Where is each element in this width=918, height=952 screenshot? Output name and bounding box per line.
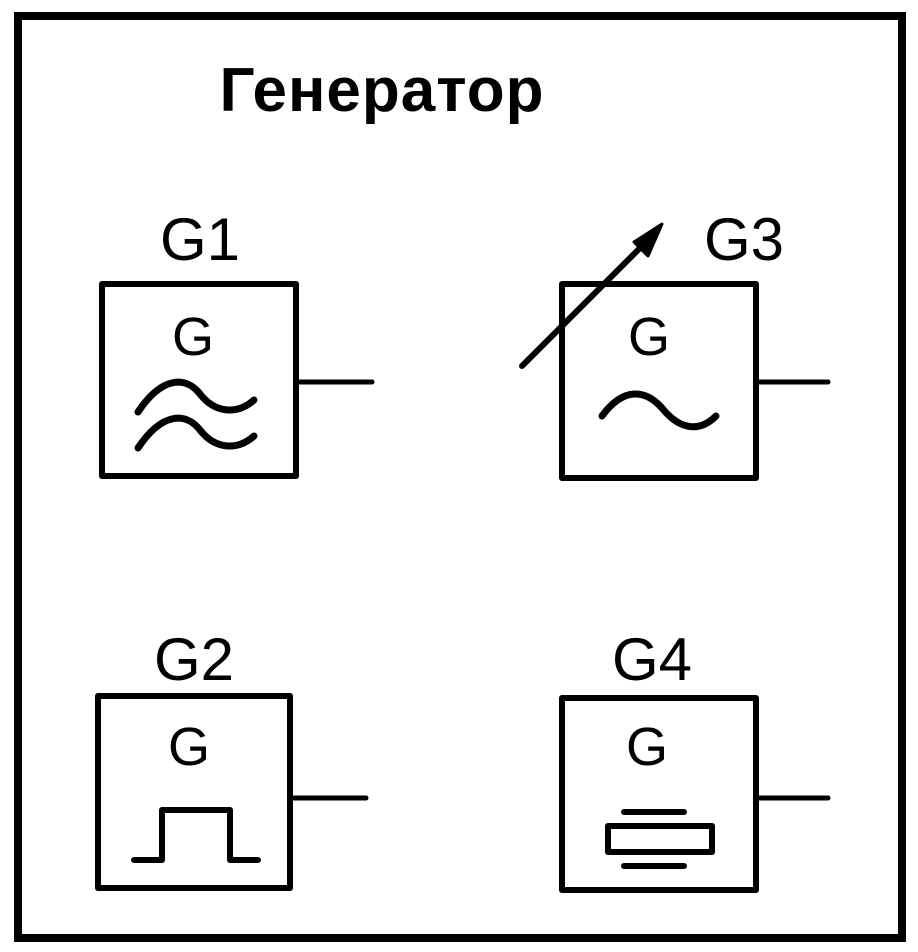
- adjustable-arrow-head: [632, 222, 664, 258]
- g3-box: [559, 281, 759, 481]
- sine-icon: [598, 390, 720, 431]
- diagram-frame: Генератор G1 G2 G3 G4 G G G G: [14, 12, 906, 942]
- g4-symbol-letter: G: [626, 717, 669, 777]
- diagram-graphics: [95, 222, 831, 893]
- adjustable-arrow-shaft: [519, 239, 649, 369]
- g4-label: G4: [612, 626, 693, 693]
- pulse-icon: [131, 807, 261, 863]
- g2-label: G2: [154, 626, 235, 693]
- g3-symbol-letter: G: [628, 307, 671, 367]
- g2-symbol-letter: G: [168, 717, 211, 777]
- g2-box: [95, 693, 293, 891]
- crystal-icon: [605, 809, 715, 869]
- g4-box: [559, 695, 759, 893]
- g1-box: [99, 281, 299, 479]
- double-sine-icon: [134, 378, 258, 452]
- g1-label: G1: [160, 206, 241, 273]
- diagram-title: Генератор: [219, 56, 545, 125]
- g1-symbol-letter: G: [172, 307, 215, 367]
- g3-label: G3: [704, 206, 785, 273]
